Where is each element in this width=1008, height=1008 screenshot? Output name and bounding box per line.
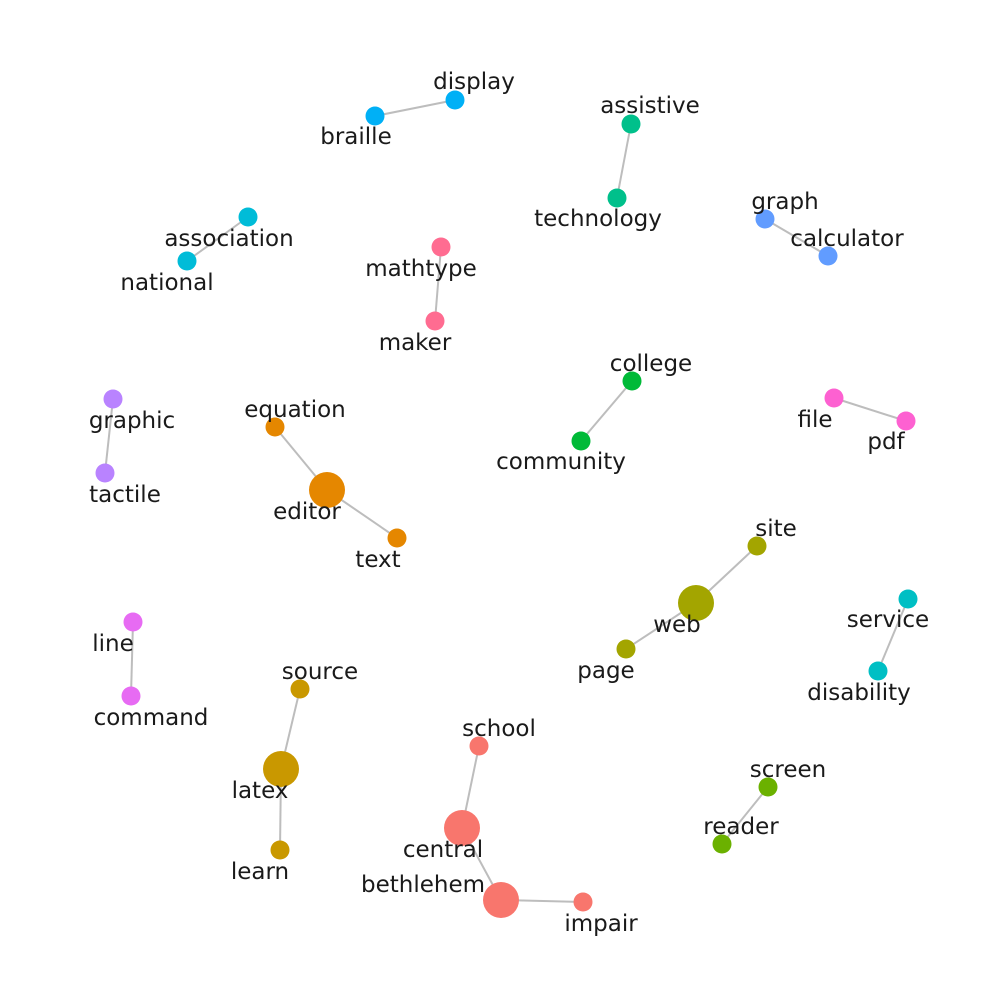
node-label-graphic: graphic: [89, 408, 175, 434]
node-editor: [309, 472, 345, 508]
node-label-source: source: [282, 659, 358, 685]
node-latex: [263, 751, 299, 787]
node-graph: [755, 209, 775, 229]
node-screen: [758, 777, 778, 797]
node-label-impair: impair: [564, 911, 638, 937]
labels-layer: braille display assistive technology graph ca…: [89, 69, 929, 937]
node-maker: [425, 311, 445, 331]
node-school: [469, 736, 489, 756]
node-learn: [270, 840, 290, 860]
node-equation: [265, 417, 285, 437]
node-label-mathtype: mathtype: [365, 256, 476, 282]
node-national: [177, 251, 197, 271]
node-label-equation: equation: [244, 397, 345, 423]
node-label-graph: graph: [751, 189, 818, 215]
edge-college-community: [580, 380, 633, 442]
node-pdf: [896, 411, 916, 431]
edge-assistive-technology: [616, 123, 632, 199]
node-label-maker: maker: [379, 330, 452, 356]
node-label-text: text: [355, 547, 400, 573]
edge-graph-calculator: [764, 218, 829, 257]
node-impair: [573, 892, 593, 912]
node-label-pdf: pdf: [867, 429, 905, 455]
node-assistive: [621, 114, 641, 134]
node-community: [571, 431, 591, 451]
node-calculator: [818, 246, 838, 266]
node-label-college: college: [610, 351, 692, 377]
node-disability: [868, 661, 888, 681]
node-label-association: association: [164, 226, 293, 252]
node-label-central: central: [403, 837, 483, 863]
edge-service-disability: [877, 598, 909, 672]
node-service: [898, 589, 918, 609]
edge-line-command: [130, 621, 134, 697]
edge-mathtype-maker: [434, 246, 442, 322]
edge-screen-reader: [721, 786, 769, 845]
node-label-technology: technology: [534, 206, 662, 232]
node-line: [123, 612, 143, 632]
node-label-tactile: tactile: [89, 482, 161, 508]
node-label-service: service: [847, 607, 929, 633]
edge-association-national: [186, 216, 249, 262]
node-label-site: site: [755, 516, 797, 542]
node-label-command: command: [94, 705, 209, 731]
node-label-school: school: [462, 716, 536, 742]
node-label-national: national: [120, 270, 213, 296]
node-label-calculator: calculator: [790, 226, 904, 252]
node-site: [747, 536, 767, 556]
node-text: [387, 528, 407, 548]
node-web: [678, 585, 714, 621]
node-mathtype: [431, 237, 451, 257]
node-label-learn: learn: [231, 859, 289, 885]
node-command: [121, 686, 141, 706]
node-label-line: line: [92, 631, 134, 657]
node-label-latex: latex: [232, 778, 289, 804]
nodes-layer: [95, 90, 918, 918]
node-label-file: file: [797, 407, 832, 433]
node-label-reader: reader: [703, 814, 779, 840]
node-label-screen: screen: [750, 757, 826, 783]
node-college: [622, 371, 642, 391]
node-association: [238, 207, 258, 227]
node-label-page: page: [577, 658, 634, 684]
node-label-assistive: assistive: [600, 93, 700, 119]
node-page: [616, 639, 636, 659]
node-braille: [365, 106, 385, 126]
node-label-braille: braille: [320, 124, 391, 150]
node-label-bethlehem: bethlehem: [361, 872, 485, 898]
node-label-web: web: [653, 612, 701, 638]
node-label-editor: editor: [273, 499, 341, 525]
node-technology: [607, 188, 627, 208]
node-reader: [712, 834, 732, 854]
node-display: [445, 90, 465, 110]
node-tactile: [95, 463, 115, 483]
node-central: [444, 810, 480, 846]
node-label-disability: disability: [807, 680, 910, 706]
node-label-display: display: [433, 69, 515, 95]
edge-graphic-tactile: [104, 398, 114, 474]
node-source: [290, 679, 310, 699]
edge-braille-display: [374, 99, 456, 117]
node-label-community: community: [496, 449, 626, 475]
node-file: [824, 388, 844, 408]
node-bethlehem: [483, 882, 519, 918]
edge-file-pdf: [833, 397, 907, 422]
node-graphic: [103, 389, 123, 409]
